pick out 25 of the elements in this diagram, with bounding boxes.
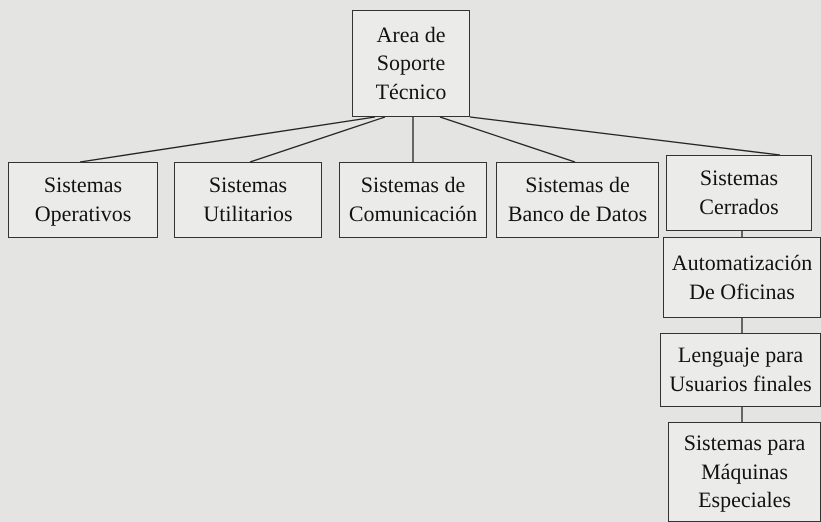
connector-line: [470, 116, 780, 156]
org-box: [666, 155, 812, 231]
box-label: Lenguaje para Usuarios finales: [668, 341, 813, 398]
connector-line: [440, 116, 576, 163]
box-label: Area de Soporte Técnico: [374, 20, 448, 106]
connector-line: [741, 407, 743, 422]
connector-line: [250, 116, 386, 163]
box-label: Sistemas de Comunicación: [348, 171, 478, 228]
box-label: Sistemas para Máquinas Especiales: [682, 429, 806, 514]
org-box: [8, 162, 158, 238]
connector-line: [80, 116, 376, 163]
org-box: [339, 162, 487, 238]
box-label: Sistemas de Banco de Datos: [506, 171, 648, 228]
org-box: [663, 237, 821, 318]
box-label: Sistemas Cerrados: [698, 164, 780, 221]
org-box: [352, 10, 470, 117]
connector-line: [741, 318, 743, 333]
connector-line: [412, 117, 414, 162]
org-box: [660, 333, 821, 407]
box-label: Sistemas Operativos: [34, 171, 132, 228]
box-label: Sistemas Utilitarios: [202, 171, 294, 228]
org-box: [668, 422, 821, 522]
org-box: [496, 162, 659, 238]
org-box: [174, 162, 322, 238]
box-label: Automatización De Oficinas: [670, 248, 814, 306]
